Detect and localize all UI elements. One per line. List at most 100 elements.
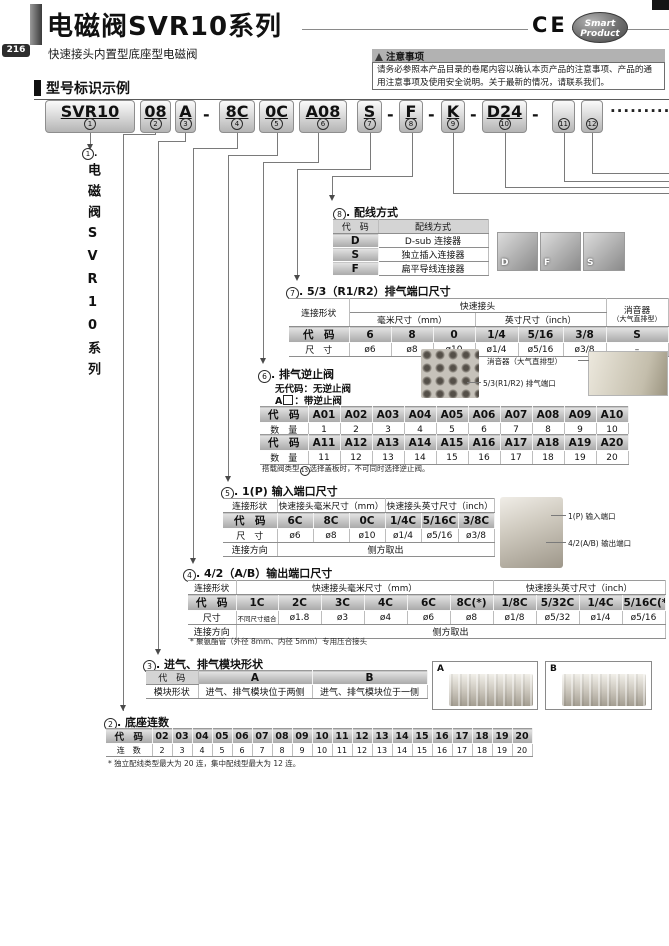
table-cell: A14 [404,434,437,451]
connector-arrow [294,275,300,281]
wiring-photo-flat: F [540,232,581,271]
check-valve-with-note: A：带逆止阀 [275,395,342,407]
table-row: 连接形状快速接头消音器（大气直排型） [289,298,669,327]
table-cell: 17 [452,743,473,757]
connector-line [505,187,669,188]
table-cell: A15 [436,434,469,451]
table-cell: 1/4 [475,326,519,343]
table-cell: D-sub 连接器 [378,233,489,248]
table-cell: 15 [412,728,433,744]
connector-line [564,133,565,181]
table-cell: 16 [432,743,453,757]
label-leader-line [551,515,566,516]
table-cell: A16 [468,434,501,451]
section-header-mark [34,80,41,96]
table-cell: A20 [596,434,629,451]
notice-header: 注意事项 [372,49,665,63]
connector-line [193,148,194,558]
table-cell: 03 [172,728,193,744]
table-cell: 代 码 [188,594,237,611]
table-cell: 英寸尺寸（inch） [475,312,607,327]
warning-icon [375,49,383,61]
module-photo-a-frame: A [432,661,538,710]
label-leader-line [578,360,589,361]
table-cell: 3 [172,743,193,757]
table-cell: ø8 [450,610,494,625]
connector-line [277,133,278,155]
table-row: 模块形状进气、排气模块位于两侧进气、排气模块位于一侧 [146,684,428,699]
table-cell: 进气、排气模块位于两侧 [198,684,313,699]
section-header: 型号标识示例 [46,81,130,97]
model-box-12: 12 [581,100,603,133]
output-port-label: 4/2(A/B) 输出端口 [568,539,632,548]
connector-arrow [87,144,93,150]
table-cell: 4 [404,422,437,437]
table-cell: ø6 [277,528,314,543]
table-cell: 快速接头英寸尺寸（inch） [385,498,495,513]
connector-arrow [120,705,126,711]
table-cell: 13 [372,743,393,757]
manifold-photo [500,497,563,568]
module-photo-a [449,674,533,706]
table-cell: 4 [192,743,213,757]
table-cell: 尺 寸 [223,528,278,543]
table-cell: A04 [404,406,437,423]
label-leader-line [467,382,481,383]
connector-line [237,133,238,148]
table-cell: 16 [468,450,501,465]
table-cell: 4C [364,594,408,611]
module-photo-b-frame: B [545,661,652,710]
table-cell: 3C [321,594,365,611]
header-rule [302,29,669,30]
series-label-number: 1. [82,148,97,160]
series-label-vertical: 电磁阀SVR10系列 [85,163,100,383]
exhaust-ports-photo [421,349,479,398]
notice-body: 请务必参照本产品目录的卷尾内容以确认本页产品的注意事项、产品的通用注意事项及使用… [372,62,665,90]
table-cell: A06 [468,406,501,423]
table-cell: 代 码 [333,219,379,234]
table-cell: 独立插入连接器 [378,247,489,262]
table-cell: 代 码 [106,728,153,744]
table-cell: 06 [232,728,253,744]
table-row: 连接方向侧方取出 [223,542,495,557]
table-cell: 14 [392,728,413,744]
table-cell: 16 [432,728,453,744]
table-cell: 快速接头 [349,298,607,313]
table-cell: 快速接头毫米尺寸（mm） [277,498,386,513]
smart-product-badge: Smart Product [572,12,628,43]
connector-line [332,176,413,177]
table-cell: ø3 [321,610,365,625]
connector-line [123,134,124,711]
table-cell: 2C [278,594,322,611]
connector-line [185,133,186,141]
table-cell: 17 [452,728,473,744]
table-cell: ø6 [349,342,392,357]
table-cell: 13 [372,450,405,465]
connector-arrow [329,195,335,201]
connector-line [453,133,454,193]
table-cell: 02 [152,728,173,744]
table-cell: 07 [252,728,273,744]
connector-line [453,193,669,194]
table-cell: 20 [512,743,533,757]
table-cell: 8 [391,326,434,343]
table-row: 连接形状快速接头毫米尺寸（mm）快速接头英寸尺寸（inch） [223,498,495,513]
page-number-badge: 216 [2,44,30,57]
table-cell: 19 [492,743,513,757]
output-port-footnote: * 聚氨酯管（外径 8mm、内径 5mm）专用压合接头 [190,637,368,646]
